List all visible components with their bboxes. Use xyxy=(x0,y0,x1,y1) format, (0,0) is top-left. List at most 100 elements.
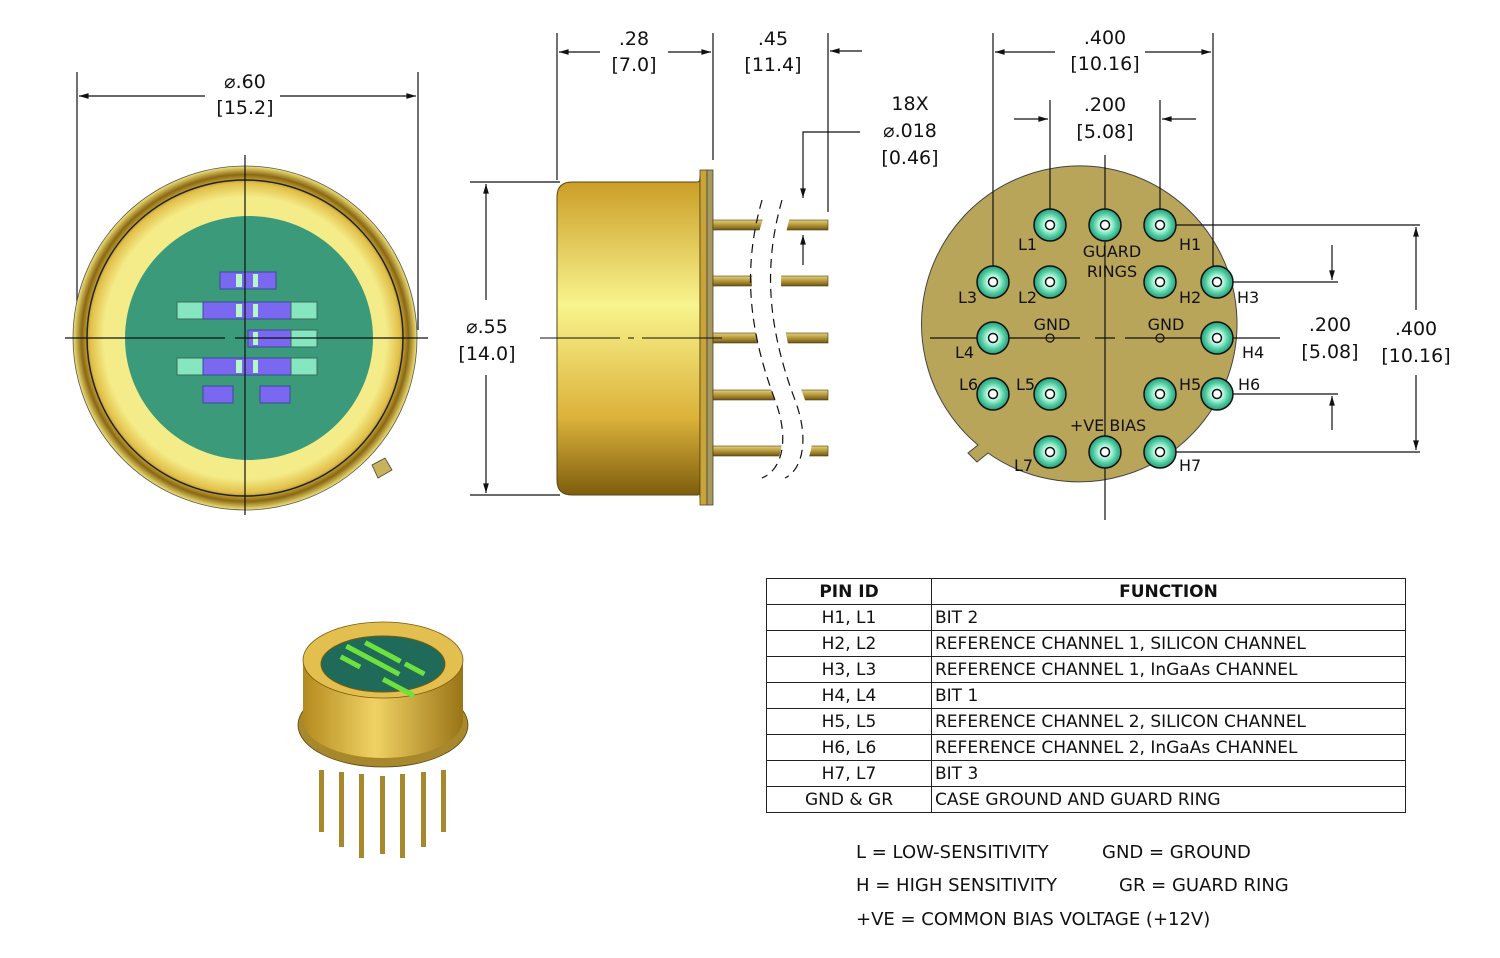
finger xyxy=(236,360,242,373)
side-view: .28 [7.0] .45 [11.4] 18X ⌀.018 [0.46] ⌀.… xyxy=(458,28,939,506)
pin-label-L6: L6 xyxy=(959,375,978,394)
break-gap xyxy=(751,200,813,480)
iso-detector xyxy=(345,643,401,677)
pin-lead-H7 xyxy=(1154,446,1166,458)
gnd-pin-hole xyxy=(1045,333,1055,343)
pin-id-cell: H5, L5 xyxy=(766,708,932,735)
front-view: ⌀.60 [15.2] xyxy=(65,71,428,515)
pin-lead-H5 xyxy=(1154,388,1166,400)
front-diameter-in: ⌀.60 xyxy=(224,71,266,93)
iso-detectors xyxy=(339,640,426,698)
finger xyxy=(253,304,258,317)
pin-label-L3: L3 xyxy=(958,288,977,307)
detector-element xyxy=(202,357,292,376)
front-diameter-mm: [15.2] xyxy=(216,97,273,119)
pin-id-cell: H1, L1 xyxy=(766,604,932,631)
function-cell: REFERENCE CHANNEL 2, SILICON CHANNEL xyxy=(931,708,1406,735)
iso-detector xyxy=(339,654,362,670)
pin-label-L7: L7 xyxy=(1014,456,1033,475)
iso-lead xyxy=(421,772,426,847)
pin-lead-L2 xyxy=(1044,276,1056,288)
function-cell: REFERENCE CHANNEL 1, SILICON CHANNEL xyxy=(931,630,1406,657)
cap-height-in: .28 xyxy=(619,28,649,50)
pin-label-L5: L5 xyxy=(1016,375,1035,394)
pin-id-cell: H3, L3 xyxy=(766,656,932,683)
function-cell: REFERENCE CHANNEL 2, InGaAs CHANNEL xyxy=(931,734,1406,761)
outer-span-mm: [10.16] xyxy=(1070,53,1139,75)
pin-label-L4: L4 xyxy=(955,343,974,362)
finger xyxy=(253,274,258,287)
body-diameter-in: ⌀.55 xyxy=(466,316,508,338)
iso-detector xyxy=(364,640,402,664)
guard-rings-label: RINGS xyxy=(1087,262,1137,281)
pin-lead-L5 xyxy=(1044,388,1056,400)
legend-guard-ring: GR = GUARD RING xyxy=(1119,875,1289,896)
lead xyxy=(712,445,829,457)
pin-label-H7: H7 xyxy=(1179,456,1201,475)
legend-high-sensitivity: H = HIGH SENSITIVITY xyxy=(856,875,1058,896)
detector-element xyxy=(202,301,292,320)
function-cell: BIT 2 xyxy=(931,604,1406,631)
pin-label-L2: L2 xyxy=(1018,288,1037,307)
pin-label-H5: H5 xyxy=(1179,375,1201,394)
legend-bias-voltage: +VE = COMMON BIAS VOLTAGE (+12V) xyxy=(856,909,1211,930)
pin-label-L1: L1 xyxy=(1018,235,1037,254)
pin-label-H2: H2 xyxy=(1179,288,1201,307)
legend-ground: GND = GROUND xyxy=(1102,842,1251,863)
detector-element xyxy=(259,385,291,404)
iso-lead xyxy=(359,774,364,858)
pin-lead-H6 xyxy=(1211,388,1223,400)
cap-height-mm: [7.0] xyxy=(611,54,656,76)
pin-label-H4: H4 xyxy=(1242,343,1264,362)
isometric-view xyxy=(297,621,469,858)
lead-diameter-mm: [0.46] xyxy=(881,147,938,169)
gnd-pin-hole xyxy=(1155,333,1165,343)
vert-inner-in: .200 xyxy=(1309,314,1351,336)
pin-lead-H1 xyxy=(1154,219,1166,231)
function-cell: BIT 1 xyxy=(931,682,1406,709)
iso-lead xyxy=(319,770,324,832)
body-diameter-mm: [14.0] xyxy=(458,343,515,365)
function-cell: CASE GROUND AND GUARD RING xyxy=(931,786,1406,813)
outer-span-in: .400 xyxy=(1084,27,1126,49)
pin-lead-GR-bottom xyxy=(1099,446,1111,458)
pin-label-H6: H6 xyxy=(1238,375,1260,394)
pin-lead-L7 xyxy=(1044,446,1056,458)
inner-span-mm: [5.08] xyxy=(1076,121,1133,143)
pin-id-cell: H2, L2 xyxy=(766,630,932,657)
function-cell: BIT 3 xyxy=(931,760,1406,787)
pin-lead-L4 xyxy=(987,332,999,344)
gnd-label-left: GND xyxy=(1034,315,1071,334)
iso-lead xyxy=(380,776,385,854)
iso-lead xyxy=(339,772,344,847)
lead-length-in: .45 xyxy=(758,28,788,50)
pin-lead-L3 xyxy=(987,276,999,288)
vert-inner-mm: [5.08] xyxy=(1301,341,1358,363)
break-line xyxy=(769,199,804,479)
orientation-tab xyxy=(371,457,393,479)
guard-rings-label: GUARD xyxy=(1083,242,1142,261)
lead-length-mm: [11.4] xyxy=(744,54,801,76)
finger xyxy=(236,274,242,287)
lead-diameter-in: ⌀.018 xyxy=(883,120,937,142)
contact-pad xyxy=(176,301,204,320)
contact-pad xyxy=(176,357,204,376)
pin-id-cell: H7, L7 xyxy=(766,760,932,787)
table-header-row: PIN ID FUNCTION xyxy=(766,578,1406,605)
iso-leads xyxy=(319,770,446,858)
cap-body xyxy=(556,175,701,499)
finger xyxy=(236,304,242,317)
pin-lead-H3 xyxy=(1211,276,1223,288)
contact-pad xyxy=(290,301,318,320)
iso-detector xyxy=(403,661,426,677)
legend-low-sensitivity: L = LOW-SENSITIVITY xyxy=(856,842,1049,863)
column-header-pin-id: PIN ID xyxy=(766,578,932,605)
